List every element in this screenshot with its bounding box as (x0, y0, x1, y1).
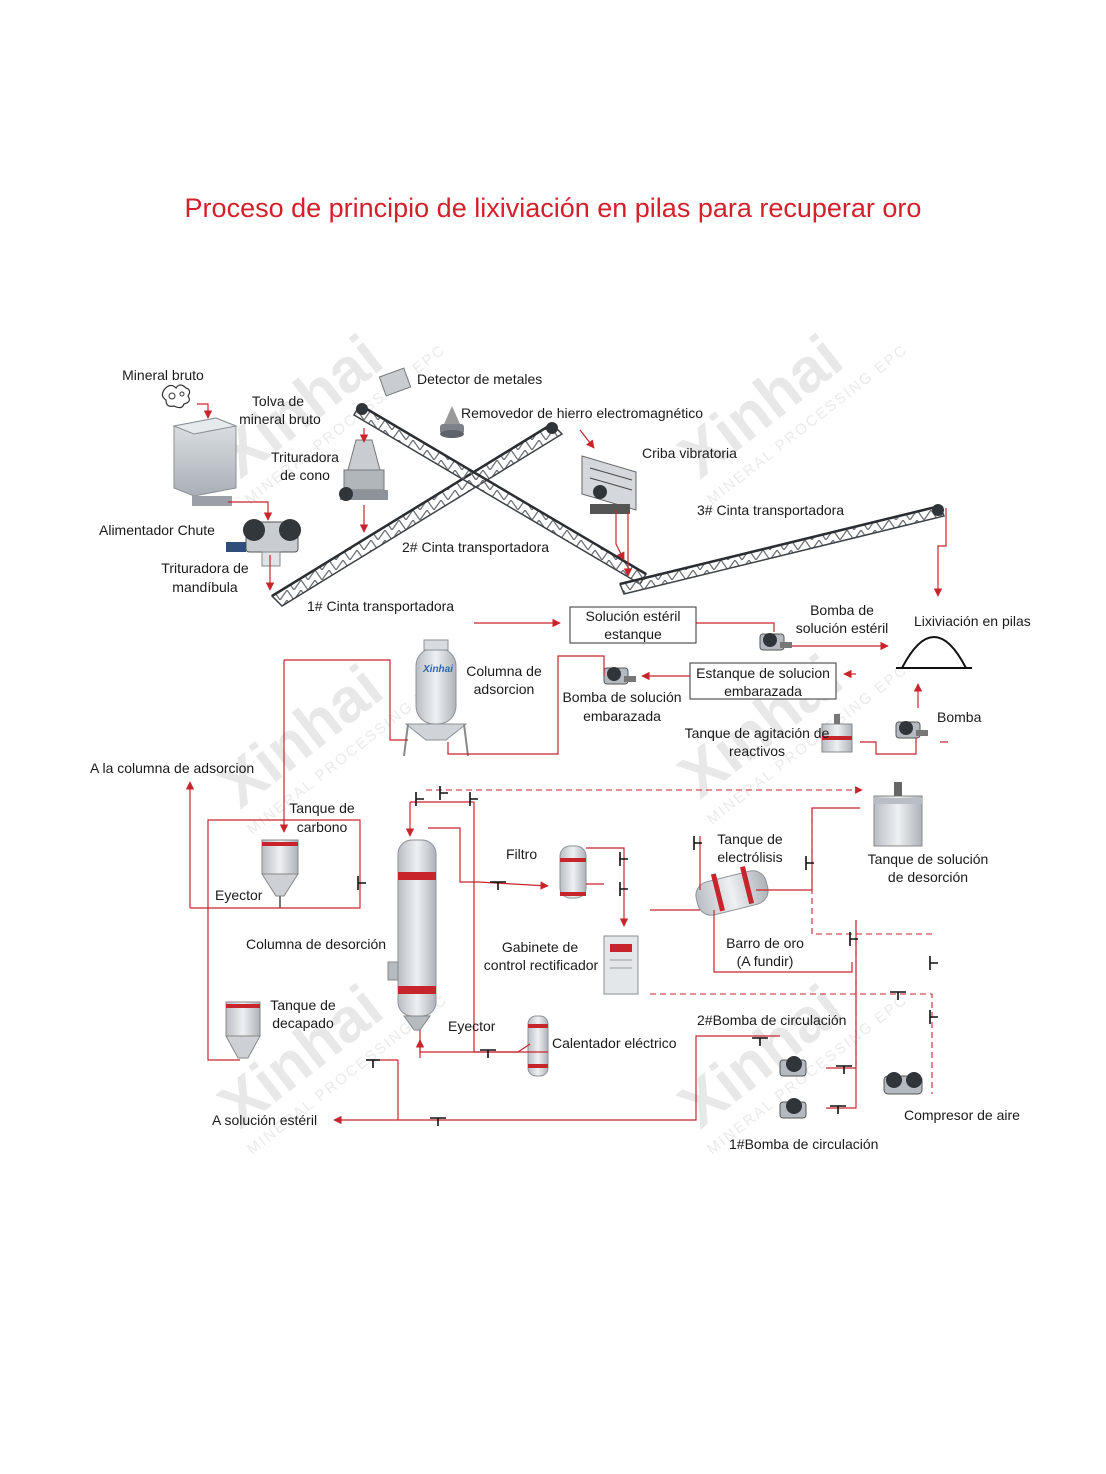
label-alimentador: Alimentador Chute (99, 522, 215, 538)
metal-detector (378, 367, 412, 397)
label-bomba-esteril: solución estéril (796, 620, 889, 636)
iron-remover (440, 406, 464, 438)
label-eyector: Eyector (448, 1018, 496, 1034)
label-tolva: Tolva de (252, 393, 304, 409)
label-mandibula: Trituradora de (161, 560, 249, 576)
air-compressor (883, 1072, 923, 1095)
label-compresor: Compresor de aire (904, 1107, 1020, 1123)
label-tanque-decapado: decapado (272, 1015, 334, 1031)
desorption-flows (185, 781, 860, 1125)
carbon-tank (261, 839, 299, 908)
raw-ore-hopper (172, 417, 238, 506)
label-a-sol-esteril: A solución estéril (212, 1112, 317, 1128)
label-estanque-emb: embarazada (724, 683, 802, 699)
label-mandibula: mandíbula (172, 579, 238, 595)
circulation-pump-1 (779, 1098, 807, 1119)
barren-pump (759, 633, 792, 651)
label-estanque-emb: Estanque de solucion (696, 665, 830, 681)
label-gabinete: Gabinete de (502, 939, 578, 955)
label-a-col-adsorcion: A la columna de adsorcion (90, 760, 254, 776)
label-barro: Barro de oro (726, 935, 804, 951)
conveyor-3 (618, 504, 946, 595)
label-bomba-esteril: Bomba de (810, 602, 874, 618)
label-bomba-circ1: 1#Bomba de circulación (729, 1136, 878, 1152)
label-criba: Criba vibratoria (642, 445, 737, 461)
label-tanque-electro: Tanque de (717, 831, 783, 847)
label-cono: de cono (280, 467, 330, 483)
label-filtro: Filtro (506, 846, 537, 862)
circulation-pump-2 (779, 1056, 807, 1077)
label-bomba: Bomba (937, 709, 982, 725)
label-mineral-bruto: Mineral bruto (122, 367, 204, 383)
barren-pond-box (569, 606, 697, 644)
jaw-crusher (226, 519, 301, 567)
label-tanque-agit: reactivos (729, 743, 785, 759)
label-eyector: Eyector (215, 887, 263, 903)
label-cinta2: 2# Cinta transportadora (402, 539, 549, 555)
label-col-adsorcion: Columna de (466, 663, 542, 679)
label-cono: Trituradora (271, 449, 339, 465)
label-cinta1: 1# Cinta transportadora (307, 598, 454, 614)
desorption-solution-tank (873, 782, 923, 847)
label-sol-esteril: Solución estéril (586, 608, 681, 624)
label-tolva: mineral bruto (239, 411, 321, 427)
cone-crusher (339, 439, 388, 501)
label-bomba-emb: Bomba de solución (562, 689, 681, 705)
valve-markers (357, 786, 938, 1126)
label-tanque-desorcion: Tanque de solución (868, 851, 989, 867)
label-bomba-emb: embarazada (583, 708, 661, 724)
label-barro: (A fundir) (737, 953, 794, 969)
desorption-column (387, 839, 437, 1031)
electrolysis-tank (695, 866, 769, 916)
adsorption-column-logo: Xinhai (422, 664, 453, 675)
label-col-adsorcion: adsorcion (474, 681, 535, 697)
label-bomba-circ2: 2#Bomba de circulación (697, 1012, 846, 1028)
conveyor-1 (270, 422, 564, 607)
desorption-dashed-flows (426, 786, 933, 1094)
label-sol-esteril: estanque (604, 626, 662, 642)
label-col-desorcion: Columna de desorción (246, 936, 386, 952)
pregnant-pump (603, 667, 636, 685)
labels: Mineral bruto Tolva de mineral bruto Det… (90, 367, 1031, 1152)
label-tanque-agit: Tanque de agitación de (685, 725, 830, 741)
filter-vessel (559, 845, 587, 899)
vibrating-screen (581, 455, 637, 514)
page-title: Proceso de principio de lixiviación en p… (185, 193, 922, 223)
label-tanque-decapado: Tanque de (270, 997, 336, 1013)
reagent-agitation-tank (821, 714, 853, 753)
label-lixiviacion: Lixiviación en pilas (914, 613, 1031, 629)
adsorption-column: Xinhai (403, 639, 469, 757)
raw-ore-icon (161, 384, 191, 409)
crushing-flows (197, 403, 947, 597)
label-detector: Detector de metales (417, 371, 542, 387)
label-calentador: Calentador eléctrico (552, 1035, 677, 1051)
heap-leaching-pile (896, 636, 972, 669)
label-gabinete: control rectificador (484, 957, 599, 973)
label-tanque-carbono: carbono (297, 819, 348, 835)
label-tanque-carbono: Tanque de (289, 800, 355, 816)
pickling-tank (225, 1001, 261, 1059)
label-cinta3: 3# Cinta transportadora (697, 502, 844, 518)
label-removedor: Removedor de hierro electromagnético (461, 405, 703, 421)
rectifier-cabinet (603, 935, 639, 995)
electric-heater (527, 1015, 549, 1077)
leaching-flows (279, 618, 948, 833)
label-tanque-electro: electrólisis (717, 849, 782, 865)
pregnant-pond-box (689, 662, 837, 700)
label-tanque-desorcion: de desorción (888, 869, 968, 885)
reagent-pump (895, 721, 928, 739)
